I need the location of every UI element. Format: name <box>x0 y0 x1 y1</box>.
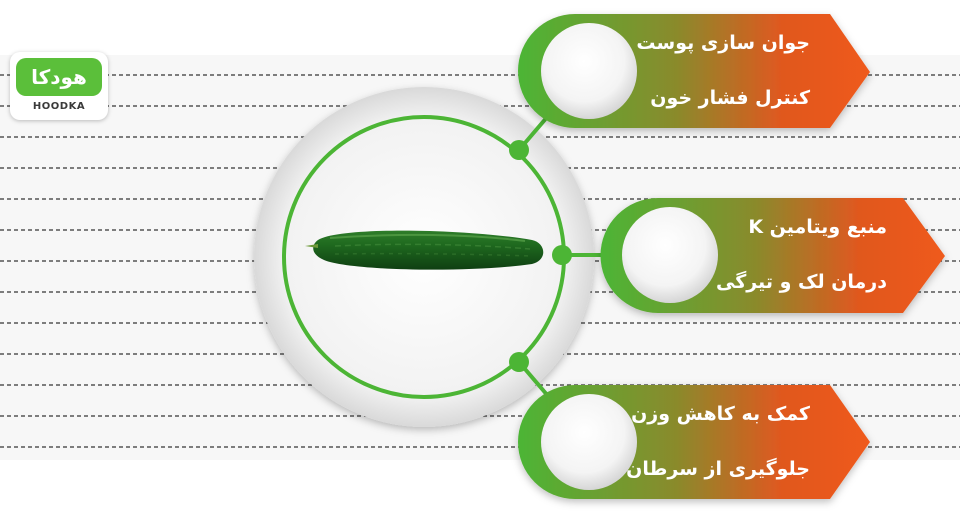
connector-dot-middle <box>552 245 572 265</box>
benefit-1-line-2: کنترل فشار خون <box>650 87 810 109</box>
logo-name: HOODKA <box>32 101 86 112</box>
connector-dot-bottom <box>509 352 529 372</box>
benefit-banner-1 <box>518 14 870 128</box>
benefit-circle-3 <box>541 394 637 490</box>
cucumber-icon <box>305 230 544 270</box>
benefit-1-line-1: جوان سازی پوست <box>636 32 810 54</box>
benefit-2-line-2: درمان لک و تیرگی <box>715 271 887 293</box>
benefit-3-line-2: جلوگیری از سرطان <box>626 458 810 480</box>
hoodka-logo: هودکا HOODKA <box>10 52 108 120</box>
benefit-3-line-1: کمک به کاهش وزن <box>631 403 810 425</box>
logo-badge: هودکا <box>16 58 102 96</box>
benefit-banner-3 <box>518 385 870 499</box>
connector-dot-top <box>509 140 529 160</box>
benefit-2-line-1: منبع ویتامین K <box>748 216 887 238</box>
benefit-circle-2 <box>622 207 718 303</box>
benefit-banner-2 <box>600 198 945 313</box>
benefit-circle-1 <box>541 23 637 119</box>
